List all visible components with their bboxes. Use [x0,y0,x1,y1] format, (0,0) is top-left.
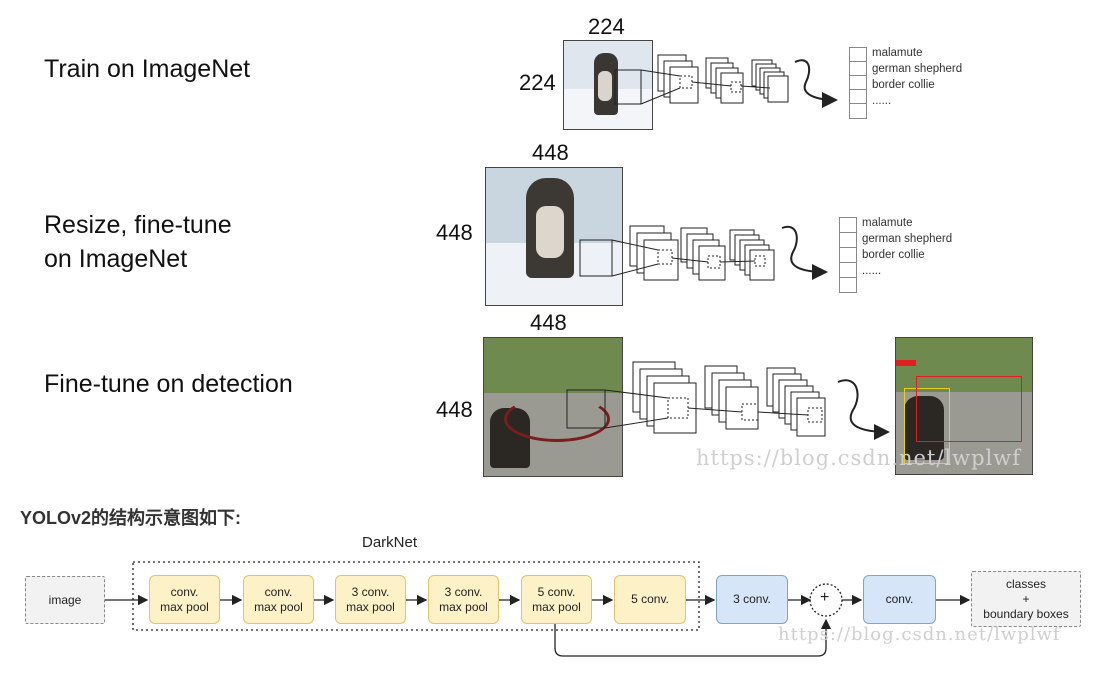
extra-conv-node-1: 3 conv. [716,575,788,624]
car-bounding-box [896,360,916,366]
stage1-width-label: 224 [588,14,625,39]
class-label: german shepherd [862,233,953,245]
class-label: border collie [862,249,925,261]
darknet-block-2: conv. max pool [243,575,314,624]
class-label: ...... [862,265,882,277]
darknet-block-6: 5 conv. [614,575,686,624]
stage2-network [579,225,828,281]
stage1-label: Train on ImageNet [44,55,251,83]
class-cell [839,277,857,293]
stage1-network [614,54,838,108]
dog-bounding-box [904,388,950,464]
merge-circle [809,583,843,617]
darknet-label: DarkNet [362,534,418,551]
input-image-node: image [25,576,105,624]
darknet-block-5: 5 conv. max pool [521,575,592,624]
merge-plus: + [820,589,830,606]
class-label: malamute [862,217,913,229]
stage2-class-list: malamute german shepherd border collie .… [862,215,952,279]
stage3-network [566,361,890,440]
darknet-block-3: 3 conv. max pool [335,575,406,624]
stage1-dog-image [563,40,653,130]
architecture-connectors [105,561,971,657]
darknet-block-1: conv. max pool [149,575,220,624]
class-label: border collie [872,79,935,91]
stage1-height-label: 224 [519,70,556,95]
stage2-label-line1: Resize, fine-tune [44,211,232,239]
class-label: german shepherd [872,63,963,75]
output-node: classes + boundary boxes [971,571,1081,627]
stage3-output-image [895,337,1033,475]
class-cell [849,103,867,119]
section-heading: YOLOv2的结构示意图如下: [20,508,242,528]
watermark: https://blog.csdn.net/lwplwf [778,624,1061,645]
class-label: malamute [872,47,923,59]
stage3-detection-image [483,337,623,477]
stage2-dog-image [485,167,623,306]
stage2-label-line2: on ImageNet [44,245,188,273]
stage3-width-label: 448 [530,310,567,335]
extra-conv-node-2: conv. [863,575,936,624]
watermark: https://blog.csdn.net/lwplwf [696,446,1022,470]
stage2-width-label: 448 [532,140,569,165]
stage3-height-label: 448 [436,397,473,422]
stage2-height-label: 448 [436,220,473,245]
stage3-label: Fine-tune on detection [44,370,293,398]
bicycle-bounding-box [916,376,1022,442]
skip-connection-arrow [554,618,832,657]
darknet-group-border [132,561,700,631]
class-label: ...... [872,95,892,107]
stage1-class-list: malamute german shepherd border collie .… [872,45,962,109]
darknet-block-4: 3 conv. max pool [428,575,499,624]
